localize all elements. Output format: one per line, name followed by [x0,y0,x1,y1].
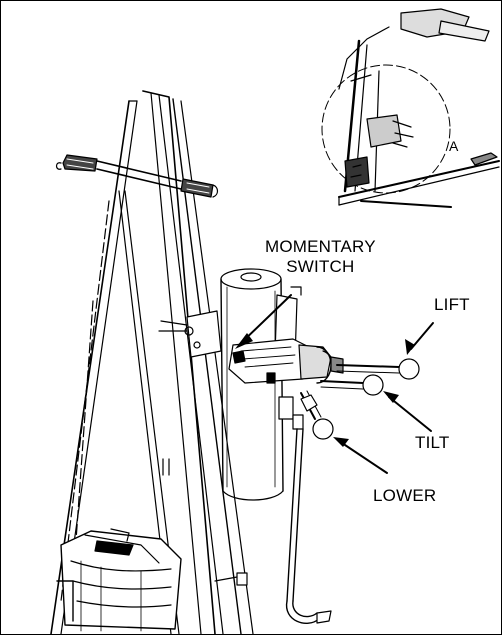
tilt-lever-knob [362,374,384,396]
lower-label: LOWER [373,486,437,505]
tilt-leader [388,396,432,432]
battery-box [56,528,182,632]
lower-leader [338,440,388,474]
momentary-switch [232,350,246,364]
detail-label: A [449,138,459,154]
lift-label: LIFT [434,295,470,314]
lower-lever-knob [312,418,334,440]
momentary-switch-label: MOMENTARY SWITCH [265,237,376,277]
valve-assembly [228,338,420,440]
overview-inset [321,8,500,208]
handle-bar [55,154,219,198]
hoses [162,428,332,624]
lift-lever-knob [398,358,420,380]
leader-arrows [235,294,434,474]
detail-circle [321,64,451,194]
lift-leader [410,322,434,350]
momentary-switch-label-line2: SWITCH [286,257,355,276]
momentary-switch-label-line1: MOMENTARY [265,237,376,256]
tilt-label: TILT [415,433,450,452]
